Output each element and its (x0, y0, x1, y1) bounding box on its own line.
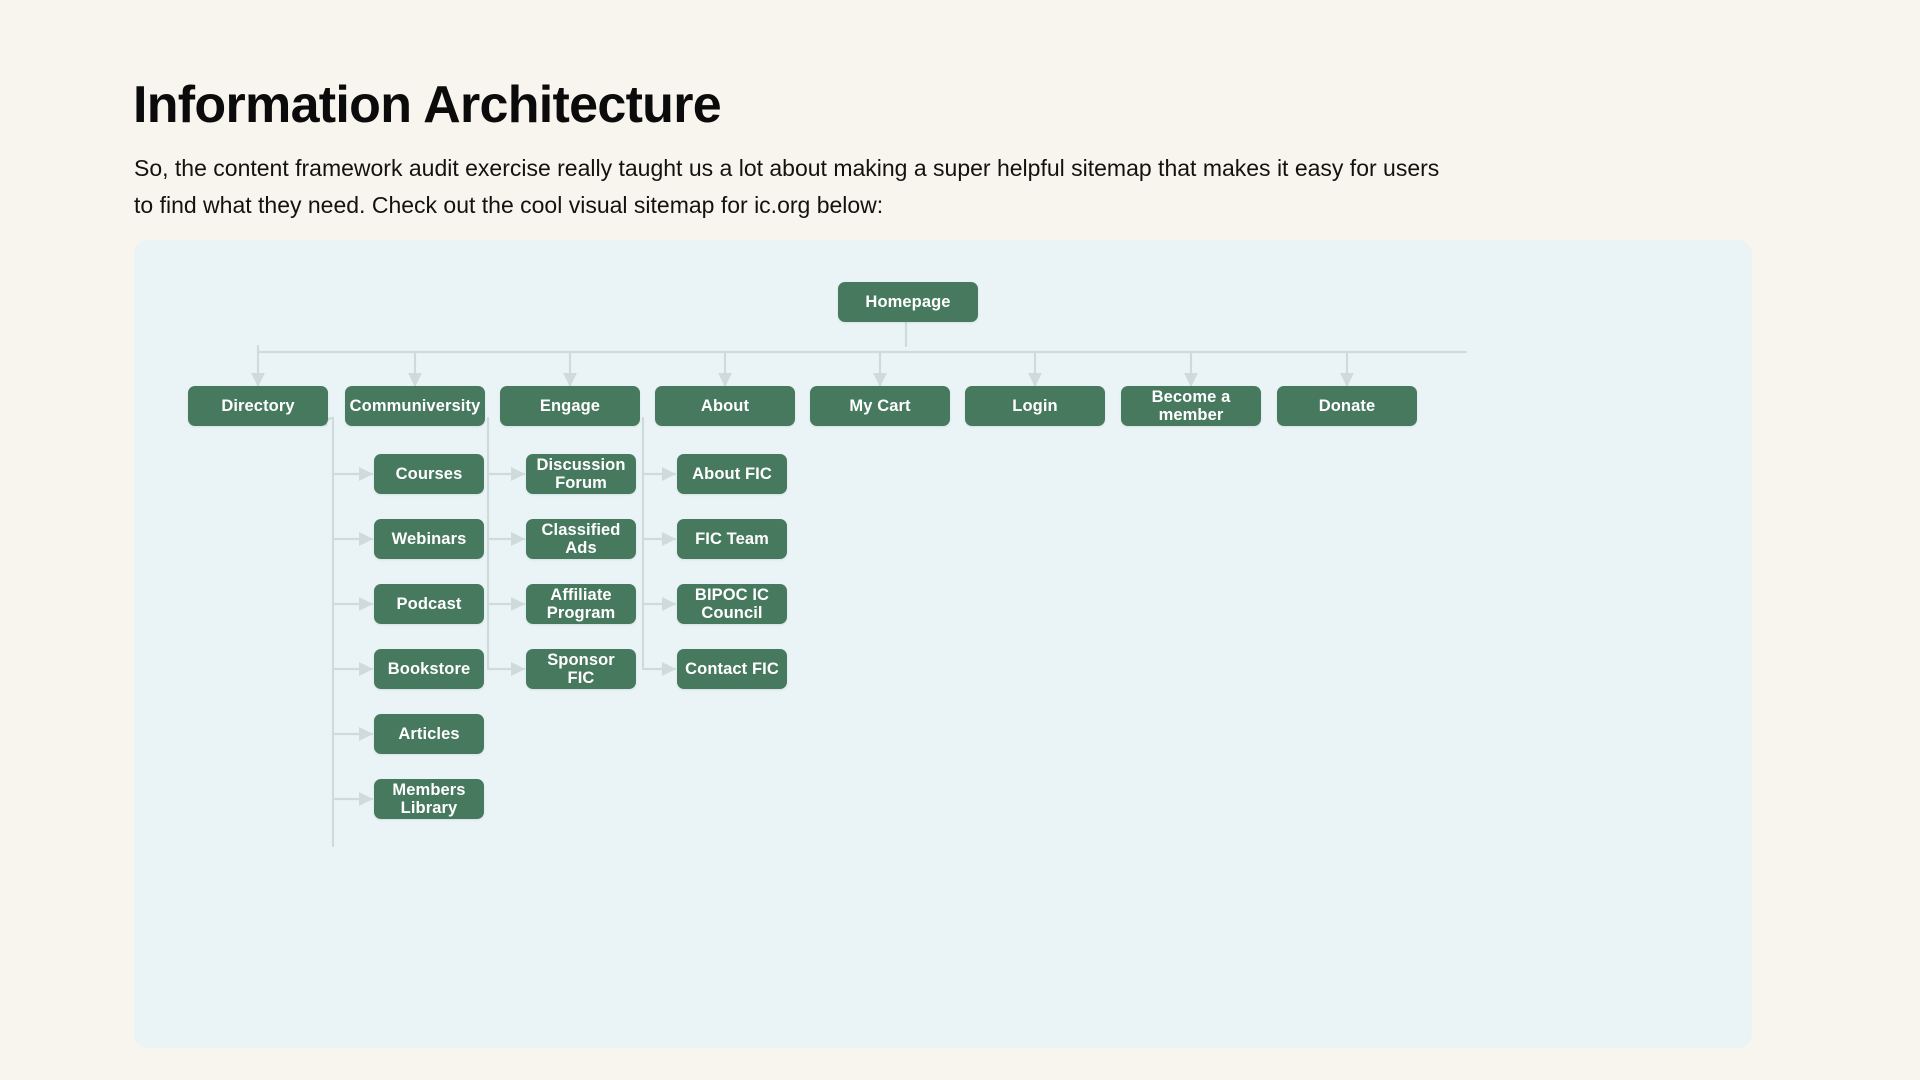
node-label: FIC Team (695, 530, 769, 548)
node-label: Courses (395, 465, 463, 483)
sitemap-node-become-a-member[interactable]: Become a member (1121, 386, 1261, 426)
sitemap-node-homepage[interactable]: Homepage (838, 282, 978, 322)
sitemap-node-webinars[interactable]: Webinars (374, 519, 484, 559)
node-label: About (700, 397, 750, 415)
sitemap-node-about[interactable]: About (655, 386, 795, 426)
sitemap-node-directory[interactable]: Directory (188, 386, 328, 426)
sitemap-node-communiversity[interactable]: Communiversity (345, 386, 485, 426)
node-label: Homepage (865, 293, 951, 311)
connector-lines (250, 314, 1468, 848)
node-label: About FIC (692, 465, 772, 483)
node-label: Podcast (396, 595, 462, 613)
node-label: Bookstore (387, 660, 471, 678)
sitemap-diagram-panel: Homepage Directory Communiversity Engage… (134, 240, 1752, 1048)
sitemap-node-members-library[interactable]: Members Library (374, 779, 484, 819)
node-label: BIPOC IC Council (694, 586, 770, 622)
sitemap-node-podcast[interactable]: Podcast (374, 584, 484, 624)
node-label: Webinars (391, 530, 467, 548)
sitemap-node-donate[interactable]: Donate (1277, 386, 1417, 426)
node-label: Contact FIC (685, 660, 779, 678)
sitemap-node-contact-fic[interactable]: Contact FIC (677, 649, 787, 689)
sitemap-node-engage[interactable]: Engage (500, 386, 640, 426)
node-label: Articles (398, 725, 460, 743)
node-label: Affiliate Program (546, 586, 616, 622)
node-label: Directory (221, 397, 295, 415)
node-label: Engage (539, 397, 601, 415)
sitemap-node-affiliate-program[interactable]: Affiliate Program (526, 584, 636, 624)
page-title: Information Architecture (133, 75, 722, 134)
sitemap-node-sponsor-fic[interactable]: Sponsor FIC (526, 649, 636, 689)
sitemap-node-login[interactable]: Login (965, 386, 1105, 426)
sitemap-node-articles[interactable]: Articles (374, 714, 484, 754)
sitemap-node-classified-ads[interactable]: Classified Ads (526, 519, 636, 559)
sitemap-node-about-fic[interactable]: About FIC (677, 454, 787, 494)
node-label: My Cart (849, 397, 911, 415)
node-label: Donate (1318, 397, 1376, 415)
sitemap-node-courses[interactable]: Courses (374, 454, 484, 494)
sitemap-node-discussion-forum[interactable]: Discussion Forum (526, 454, 636, 494)
sitemap-node-fic-team[interactable]: FIC Team (677, 519, 787, 559)
node-label: Become a member (1151, 388, 1231, 424)
node-label: Discussion Forum (536, 456, 626, 492)
node-label: Sponsor FIC (547, 651, 615, 687)
node-label: Login (1012, 397, 1058, 415)
node-label: Communiversity (349, 397, 481, 415)
node-label: Classified Ads (541, 521, 621, 557)
sitemap-node-bookstore[interactable]: Bookstore (374, 649, 484, 689)
sitemap-node-bipoc-ic-council[interactable]: BIPOC IC Council (677, 584, 787, 624)
sitemap-node-my-cart[interactable]: My Cart (810, 386, 950, 426)
node-label: Members Library (392, 781, 466, 817)
page-intro-paragraph: So, the content framework audit exercise… (134, 155, 1440, 218)
